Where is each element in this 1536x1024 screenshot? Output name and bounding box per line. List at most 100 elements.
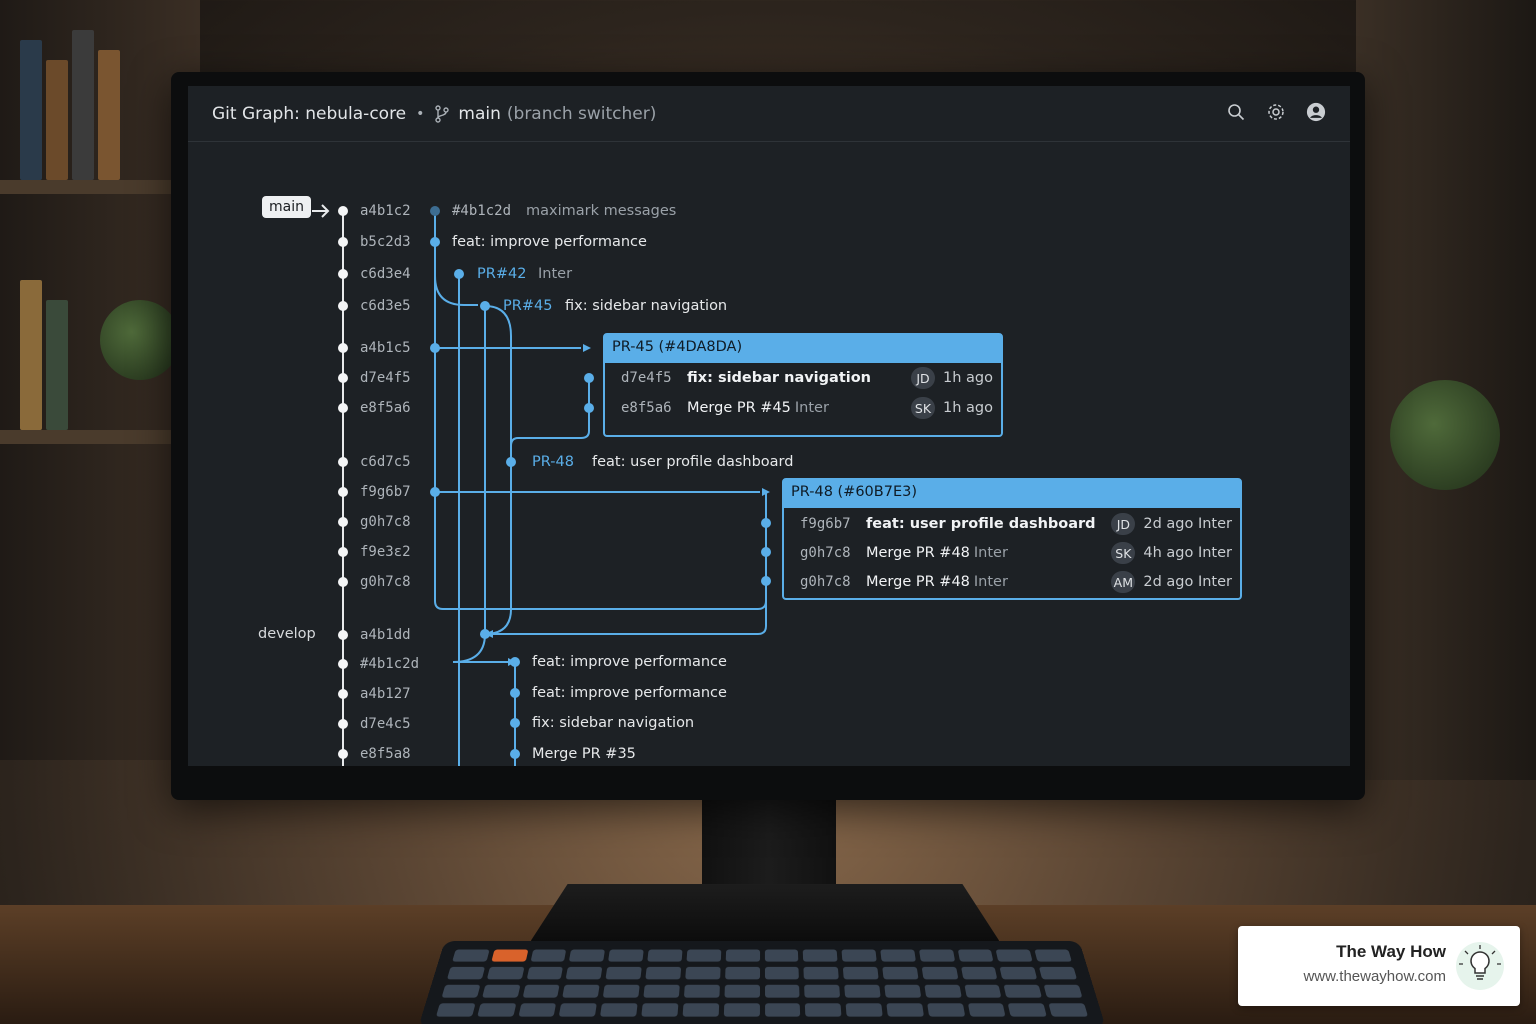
commit-hash[interactable]: f9e3ε2: [360, 544, 411, 560]
keycap: [764, 984, 800, 998]
keycap: [569, 949, 606, 962]
titlebar: Git Graph: nebula-core • main (branch sw…: [188, 86, 1350, 142]
commit-hash[interactable]: c6d7c5: [360, 454, 411, 470]
commit-hash[interactable]: c6d3e4: [360, 266, 411, 282]
commit-message[interactable]: Merge PR #35: [532, 746, 636, 762]
keycap: [926, 1003, 965, 1017]
commit-message[interactable]: fix: sidebar navigation: [532, 715, 695, 731]
commit-time: 1h ago: [943, 370, 993, 386]
keycap: [562, 984, 600, 998]
keycap: [481, 984, 521, 998]
keycap: [647, 949, 683, 962]
search-icon[interactable]: [1226, 102, 1246, 122]
commit-message[interactable]: feat: improve performance: [532, 654, 727, 670]
pr-box-45[interactable]: PR-45 (#4DA8DA) d7e4f5 fix: sidebar navi…: [603, 333, 1003, 437]
commit-hash[interactable]: a4b1c2: [360, 203, 411, 219]
keycap: [845, 1003, 883, 1017]
pr-commit-message: Merge PR #48: [866, 545, 970, 561]
monitor-stand: [702, 790, 836, 900]
avatar: JD: [911, 367, 935, 389]
keycap: [526, 966, 564, 980]
pr-commit-hash: f9g6b7: [800, 516, 851, 532]
keycap: [441, 984, 481, 998]
keycap: [841, 949, 877, 962]
main-commit-dot: [338, 577, 348, 587]
keycap: [764, 949, 799, 962]
keycap: [1034, 949, 1072, 962]
keycap: [559, 1003, 598, 1017]
pr-commit-message: feat: user profile dashboard: [866, 516, 1096, 532]
commit-hash[interactable]: f9g6b7: [360, 484, 411, 500]
keycap: [477, 1003, 516, 1017]
commit-message[interactable]: fix: sidebar navigation: [565, 298, 728, 314]
commit-hash[interactable]: g0h7c8: [360, 514, 411, 530]
monitor-base: [530, 884, 1000, 942]
pr-label[interactable]: PR#45: [503, 298, 553, 314]
keycap: [566, 966, 603, 980]
commit-hash[interactable]: a4b1c5: [360, 340, 411, 356]
commit-hash[interactable]: d7e4c5: [360, 716, 411, 732]
commit-message[interactable]: feat: user profile dashboard: [592, 454, 794, 470]
commit-hash[interactable]: e8f5a6: [360, 400, 411, 416]
main-commit-dot: [338, 373, 348, 383]
user-icon[interactable]: [1306, 102, 1326, 122]
settings-icon[interactable]: [1266, 102, 1286, 122]
keycap: [600, 1003, 638, 1017]
commit-hash[interactable]: #4b1c2d: [360, 656, 420, 672]
commit-hash[interactable]: g0h7c8: [360, 574, 411, 590]
keycap: [643, 984, 680, 998]
pr-box-48[interactable]: PR-48 (#60B7E3) f9g6b7 feat: user profil…: [782, 478, 1242, 600]
commit-message[interactable]: feat: improve performance: [452, 234, 647, 250]
pr-commit-message: fix: sidebar navigation: [687, 370, 872, 386]
commit-message[interactable]: feat: improve performance: [532, 685, 727, 701]
commit-time: 1h ago: [943, 400, 993, 416]
commit-hash[interactable]: c6d3e5: [360, 298, 411, 314]
main-commit-dot: [338, 237, 348, 247]
pr-label[interactable]: PR-48: [532, 454, 574, 470]
commit-hash[interactable]: e8f5a8: [360, 746, 411, 762]
keycap: [435, 1003, 476, 1017]
keycap: [884, 984, 921, 998]
commit-hash[interactable]: d7e4f5: [360, 370, 411, 386]
keycap: [645, 966, 682, 980]
keycap: [724, 966, 760, 980]
keycap: [1048, 1003, 1089, 1017]
branch-switcher[interactable]: main: [458, 103, 501, 124]
pr-commit-message: Merge PR #48: [866, 574, 970, 590]
keycap: [1008, 1003, 1047, 1017]
commit-hash[interactable]: #4b1c2d: [452, 203, 512, 219]
commit-hash[interactable]: b5c2d3: [360, 234, 411, 250]
pr-label[interactable]: PR#42: [477, 266, 527, 282]
pr-commit-hash: e8f5a6: [621, 400, 672, 416]
commit-hash[interactable]: a4b1dd: [360, 627, 411, 643]
commit-hash[interactable]: a4b127: [360, 686, 411, 702]
plant-right: [1390, 380, 1500, 490]
keycap: [723, 1003, 760, 1017]
branch-switcher-note: (branch switcher): [506, 103, 657, 124]
keycap: [880, 949, 916, 962]
main-commit-dot: [338, 719, 348, 729]
watermark-url: www.thewayhow.com: [1303, 968, 1446, 985]
keycap: [963, 984, 1002, 998]
commit-message: maximark messages: [526, 203, 677, 219]
keycap: [1039, 966, 1078, 980]
main-commit-dot: [338, 343, 348, 353]
main-commit-dot: [338, 689, 348, 699]
git-graph-window: Git Graph: nebula-core • main (branch sw…: [188, 86, 1350, 766]
keycap: [724, 984, 760, 998]
branch-label-develop[interactable]: develop: [258, 626, 316, 642]
keycap: [522, 984, 561, 998]
main-commit-dot: [338, 301, 348, 311]
pr-commit-message: Merge PR #45: [687, 400, 791, 416]
main-commit-dot: [338, 749, 348, 759]
avatar: JD: [1111, 513, 1136, 535]
keycap: [682, 1003, 719, 1017]
main-commit-dot: [338, 487, 348, 497]
branch-tag-main[interactable]: main: [262, 196, 311, 218]
title-separator: •: [416, 105, 425, 122]
